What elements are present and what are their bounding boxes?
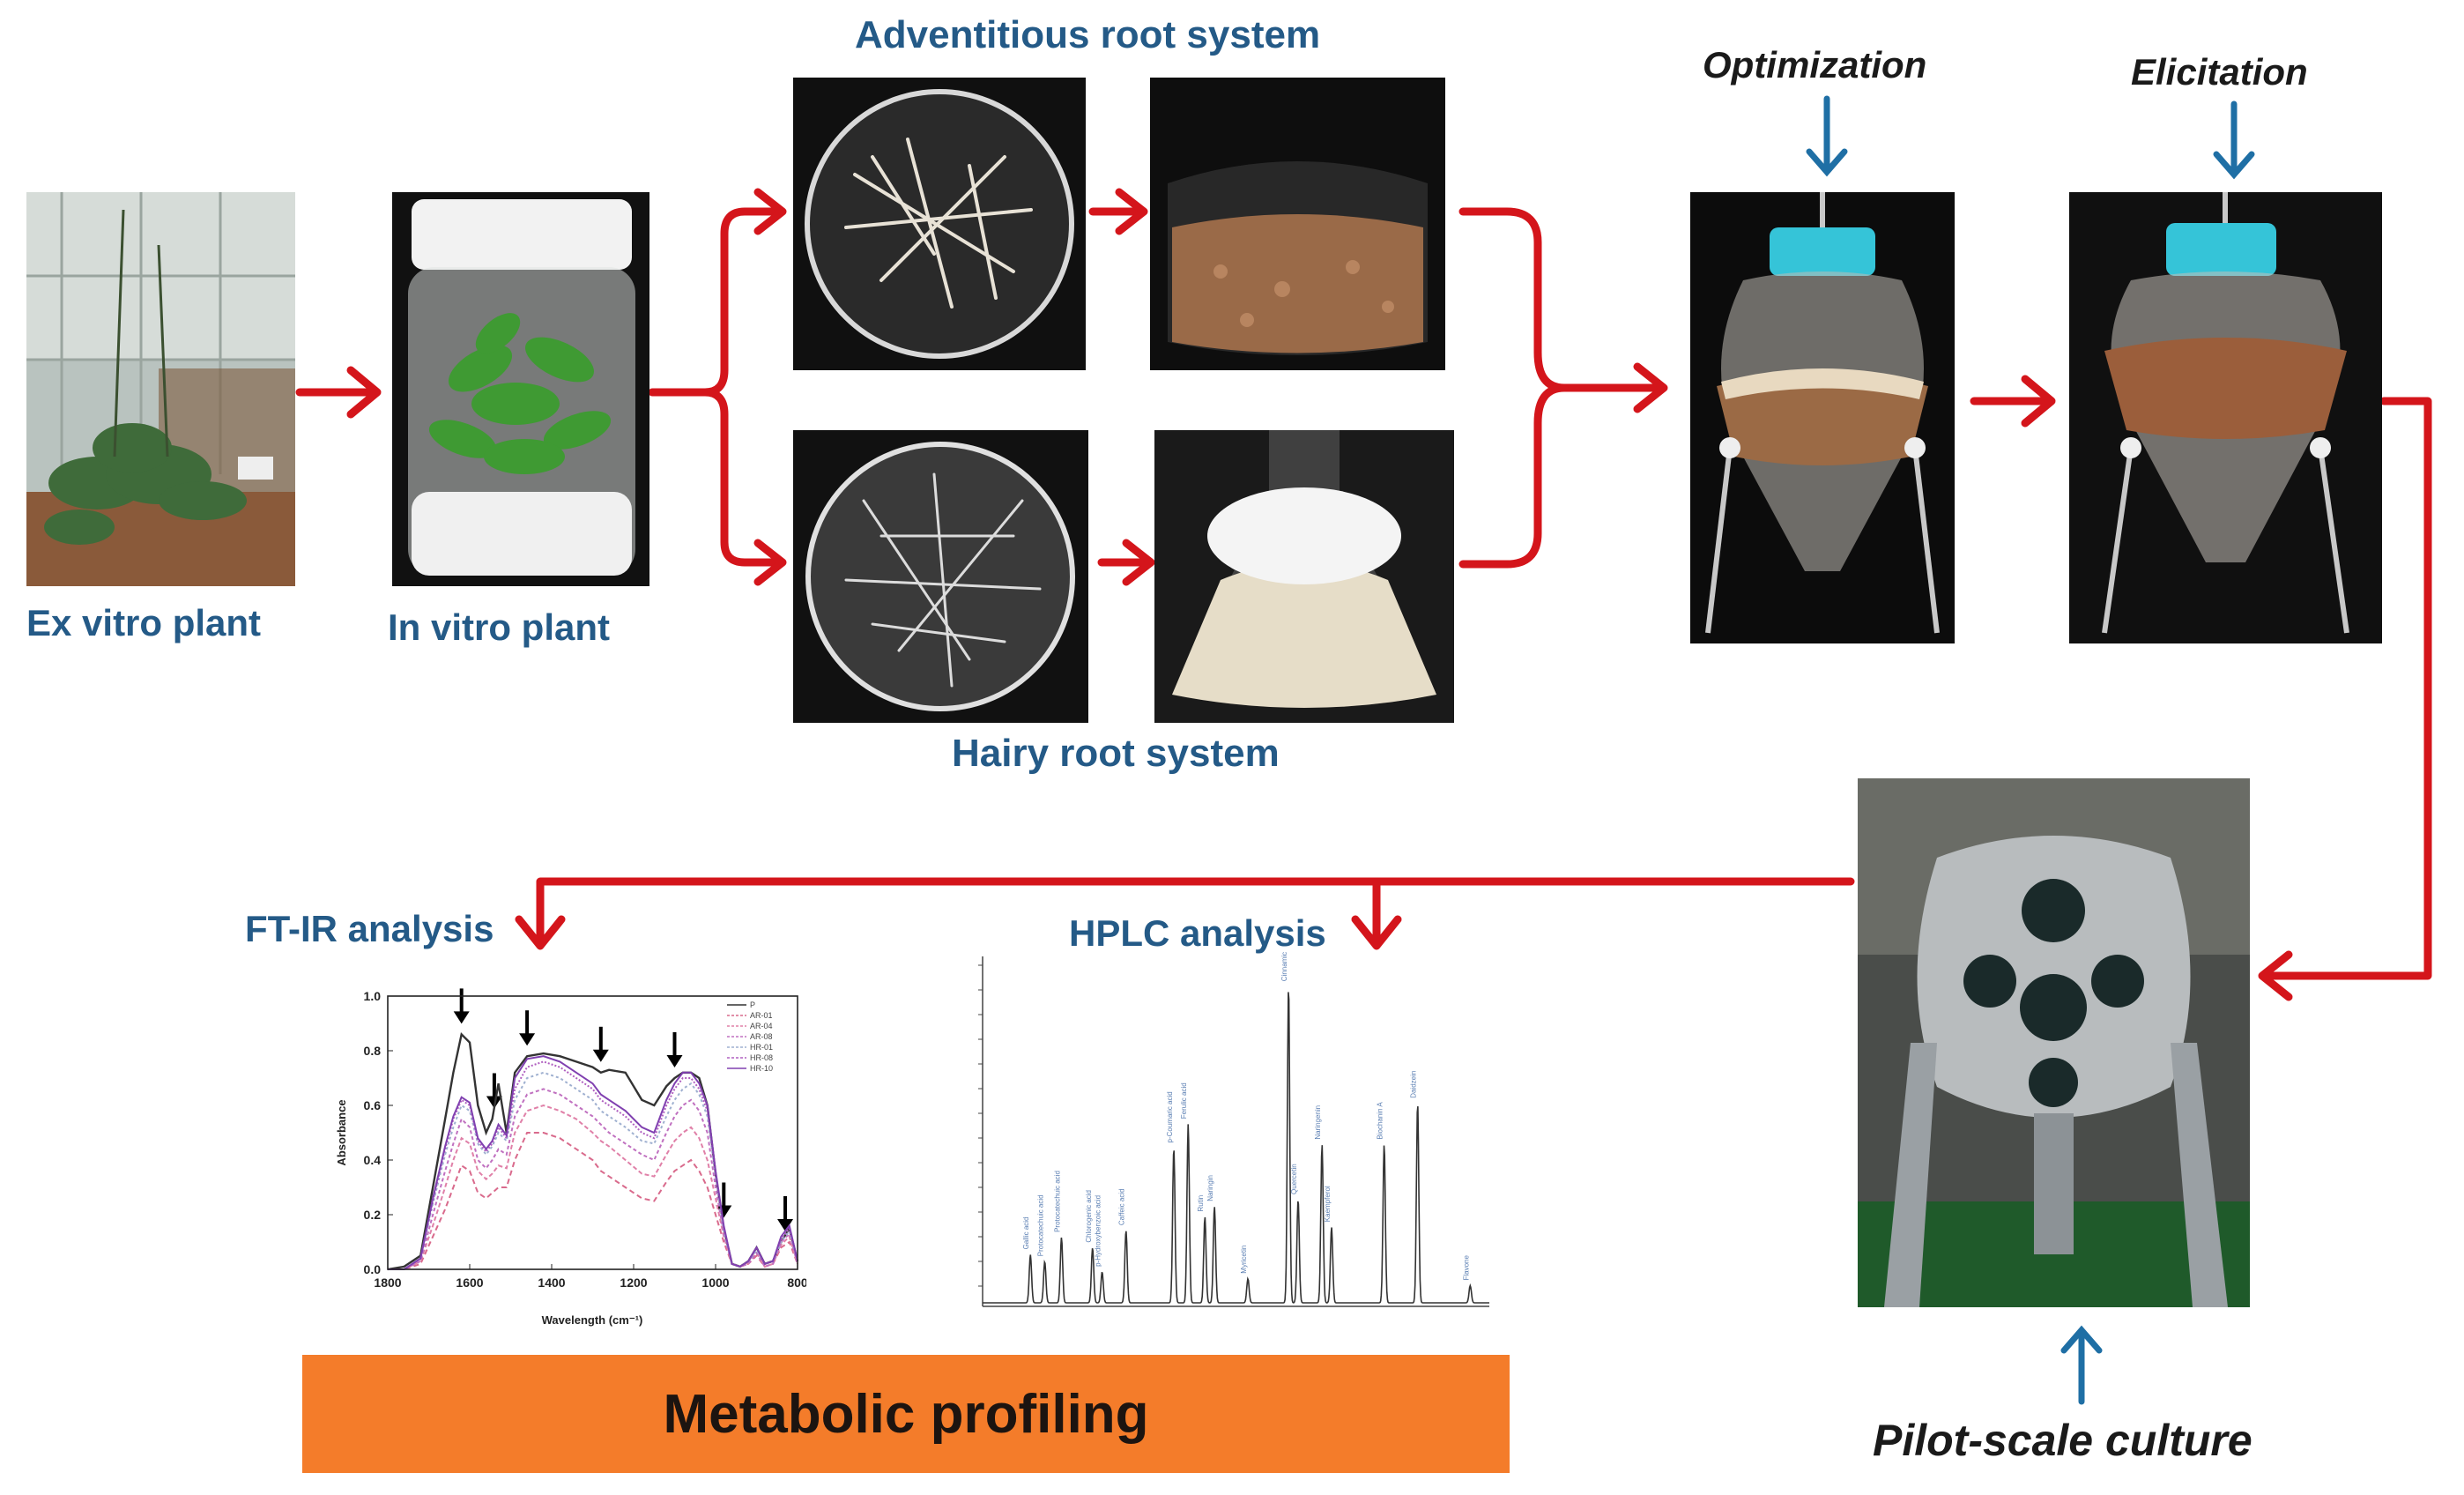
arrowhead-ex-to-in: [346, 366, 382, 419]
elicitation-label: Elicitation: [2131, 51, 2308, 93]
optimization-bioreactor-photo: [1690, 192, 1955, 643]
elicitation-input-arrowhead: [2213, 151, 2255, 180]
ftir-legend-label: AR-01: [750, 1011, 773, 1020]
hplc-peak-label: Caffeic acid: [1118, 1188, 1126, 1225]
hplc-peak-label: Naringin: [1206, 1175, 1214, 1201]
ftir-legend-label: HR-10: [750, 1064, 773, 1073]
ftir-peak-arrow-head: [666, 1055, 683, 1067]
optimization-input-arrowhead: [1806, 148, 1848, 177]
hplc-peak-label: Naringenin: [1314, 1105, 1322, 1140]
arrow-split-bottom: [701, 388, 780, 567]
ftir-series-hr-08: [388, 1060, 798, 1270]
hplc-peak-label: Rutin: [1197, 1195, 1205, 1212]
in-vitro-plant-label: In vitro plant: [388, 606, 610, 648]
ftir-legend-label: AR-08: [750, 1032, 773, 1041]
ftir-ytick-label: 0.4: [364, 1153, 382, 1167]
metabolic-profiling-label: Metabolic profiling: [663, 1383, 1149, 1445]
arrow-merge-bottom: [1458, 383, 1569, 569]
optimization-label: Optimization: [1703, 44, 1927, 86]
hplc-peak-label: p-Hydroxybenzoic acid: [1095, 1195, 1102, 1267]
metabolic-profiling-banner: Metabolic profiling: [302, 1355, 1510, 1473]
ftir-series-ar-08: [388, 1088, 798, 1270]
arrowhead-hplc: [1351, 915, 1402, 950]
ftir-ytick-label: 0.8: [364, 1044, 382, 1058]
arrowhead-ar-petri-to-flask: [1115, 188, 1148, 235]
hplc-peak-label: Kaempferol: [1324, 1186, 1332, 1222]
ex-vitro-plant-label: Ex vitro plant: [26, 602, 262, 643]
hplc-peak-label: Ferulic acid: [1180, 1082, 1188, 1119]
arrowhead-opt-to-elic: [2021, 375, 2056, 428]
arrowhead-ftir: [515, 915, 566, 950]
arrowhead-merge: [1633, 362, 1668, 413]
hplc-peak-label: Quercetin: [1290, 1164, 1298, 1194]
hairy-root-system-label: Hairy root system: [952, 732, 1280, 775]
adventitious-root-system-label: Adventitious root system: [855, 13, 1321, 56]
hplc-peak-label: Protocatechuic acid: [1037, 1194, 1045, 1256]
hplc-peak-label: Protocatechuic acid: [1054, 1171, 1062, 1232]
ftir-legend-label: AR-04: [750, 1022, 773, 1030]
ftir-ytick-label: 1.0: [364, 989, 382, 1003]
ftir-xtick-label: 800: [787, 1276, 806, 1290]
hairy-root-petri-photo: [793, 430, 1088, 723]
hplc-peak-label: Flavone: [1462, 1254, 1470, 1280]
ftir-chart: 0.0 0.2 0.4 0.6 0.8 1.0 1800 1600 1400 1200 1000 8…: [335, 988, 806, 1327]
hplc-peak-label: p-Coumaric acid: [1166, 1091, 1174, 1142]
ex-vitro-plant-photo: [26, 192, 295, 586]
ftir-ytick-label: 0.6: [364, 1098, 382, 1112]
ftir-series-ar-01: [388, 1132, 798, 1270]
ftir-legend-label: P: [750, 1000, 755, 1009]
ftir-ytick-label: 0.0: [364, 1262, 382, 1276]
ftir-xtick-label: 1400: [538, 1276, 565, 1290]
arrow-merge: [1458, 207, 1661, 392]
arrow-split: [648, 207, 780, 397]
hplc-peak-label: Chlorogenic acid: [1085, 1190, 1093, 1243]
hplc-peak-label: Daidzein: [1410, 1071, 1418, 1098]
hplc-peak-label: Gallic acid: [1022, 1216, 1030, 1249]
ftir-xtick-label: 1800: [374, 1276, 401, 1290]
arrow-pilot-to-analysis: [536, 877, 1855, 943]
pilot-input-arrowhead: [2060, 1325, 2103, 1354]
hplc-trace: [983, 992, 1489, 1304]
ftir-ylabel: Absorbance: [335, 1099, 348, 1165]
arrowhead-split-top: [753, 188, 787, 235]
ftir-analysis-label: FT-IR analysis: [245, 908, 494, 949]
pilot-scale-bioreactor-photo: [1858, 778, 2250, 1307]
ftir-series-hr-01: [388, 1071, 798, 1270]
hplc-analysis-label: HPLC analysis: [1069, 912, 1326, 954]
hplc-peak-label: Cinnamic acid: [1280, 952, 1288, 981]
ftir-xtick-label: 1200: [620, 1276, 647, 1290]
ftir-peak-arrow-head: [777, 1219, 794, 1231]
hplc-peak-label: Biochanin A: [1377, 1102, 1384, 1140]
ftir-xtick-label: 1600: [456, 1276, 483, 1290]
hairy-root-flask-photo: [1154, 430, 1454, 723]
ftir-plot-frame: [387, 995, 798, 1270]
arrowhead-split-bottom: [753, 539, 787, 586]
ftir-peak-arrow-head: [519, 1033, 536, 1046]
ftir-peak-arrow-head: [592, 1049, 609, 1062]
ftir-legend-label: HR-08: [750, 1053, 773, 1062]
elicitation-bioreactor-photo: [2069, 192, 2382, 643]
ftir-ytick-label: 0.2: [364, 1208, 382, 1222]
ftir-xlabel: Wavelength (cm⁻¹): [542, 1313, 643, 1327]
arrowhead-elic-to-pilot: [2258, 950, 2293, 1001]
pilot-scale-culture-label: Pilot-scale culture: [1873, 1416, 2252, 1465]
hplc-peak-label: Myricetin: [1240, 1246, 1248, 1274]
arrow-elic-to-pilot: [2265, 397, 2432, 980]
ftir-xtick-label: 1000: [701, 1276, 729, 1290]
adventitious-root-flask-photo: [1150, 78, 1445, 370]
adventitious-root-petri-photo: [793, 78, 1086, 370]
ftir-series-p: [387, 1031, 799, 1271]
hplc-chromatogram: Gallic acid Protocatechuic acid Protocatec…: [978, 952, 1489, 1307]
ftir-series-hr-10: [388, 1055, 798, 1270]
in-vitro-plant-photo: [392, 192, 649, 586]
ftir-peak-arrow-head: [453, 1011, 470, 1024]
ftir-legend-label: HR-01: [750, 1043, 773, 1052]
arrowhead-hr-petri-to-flask: [1122, 539, 1155, 586]
